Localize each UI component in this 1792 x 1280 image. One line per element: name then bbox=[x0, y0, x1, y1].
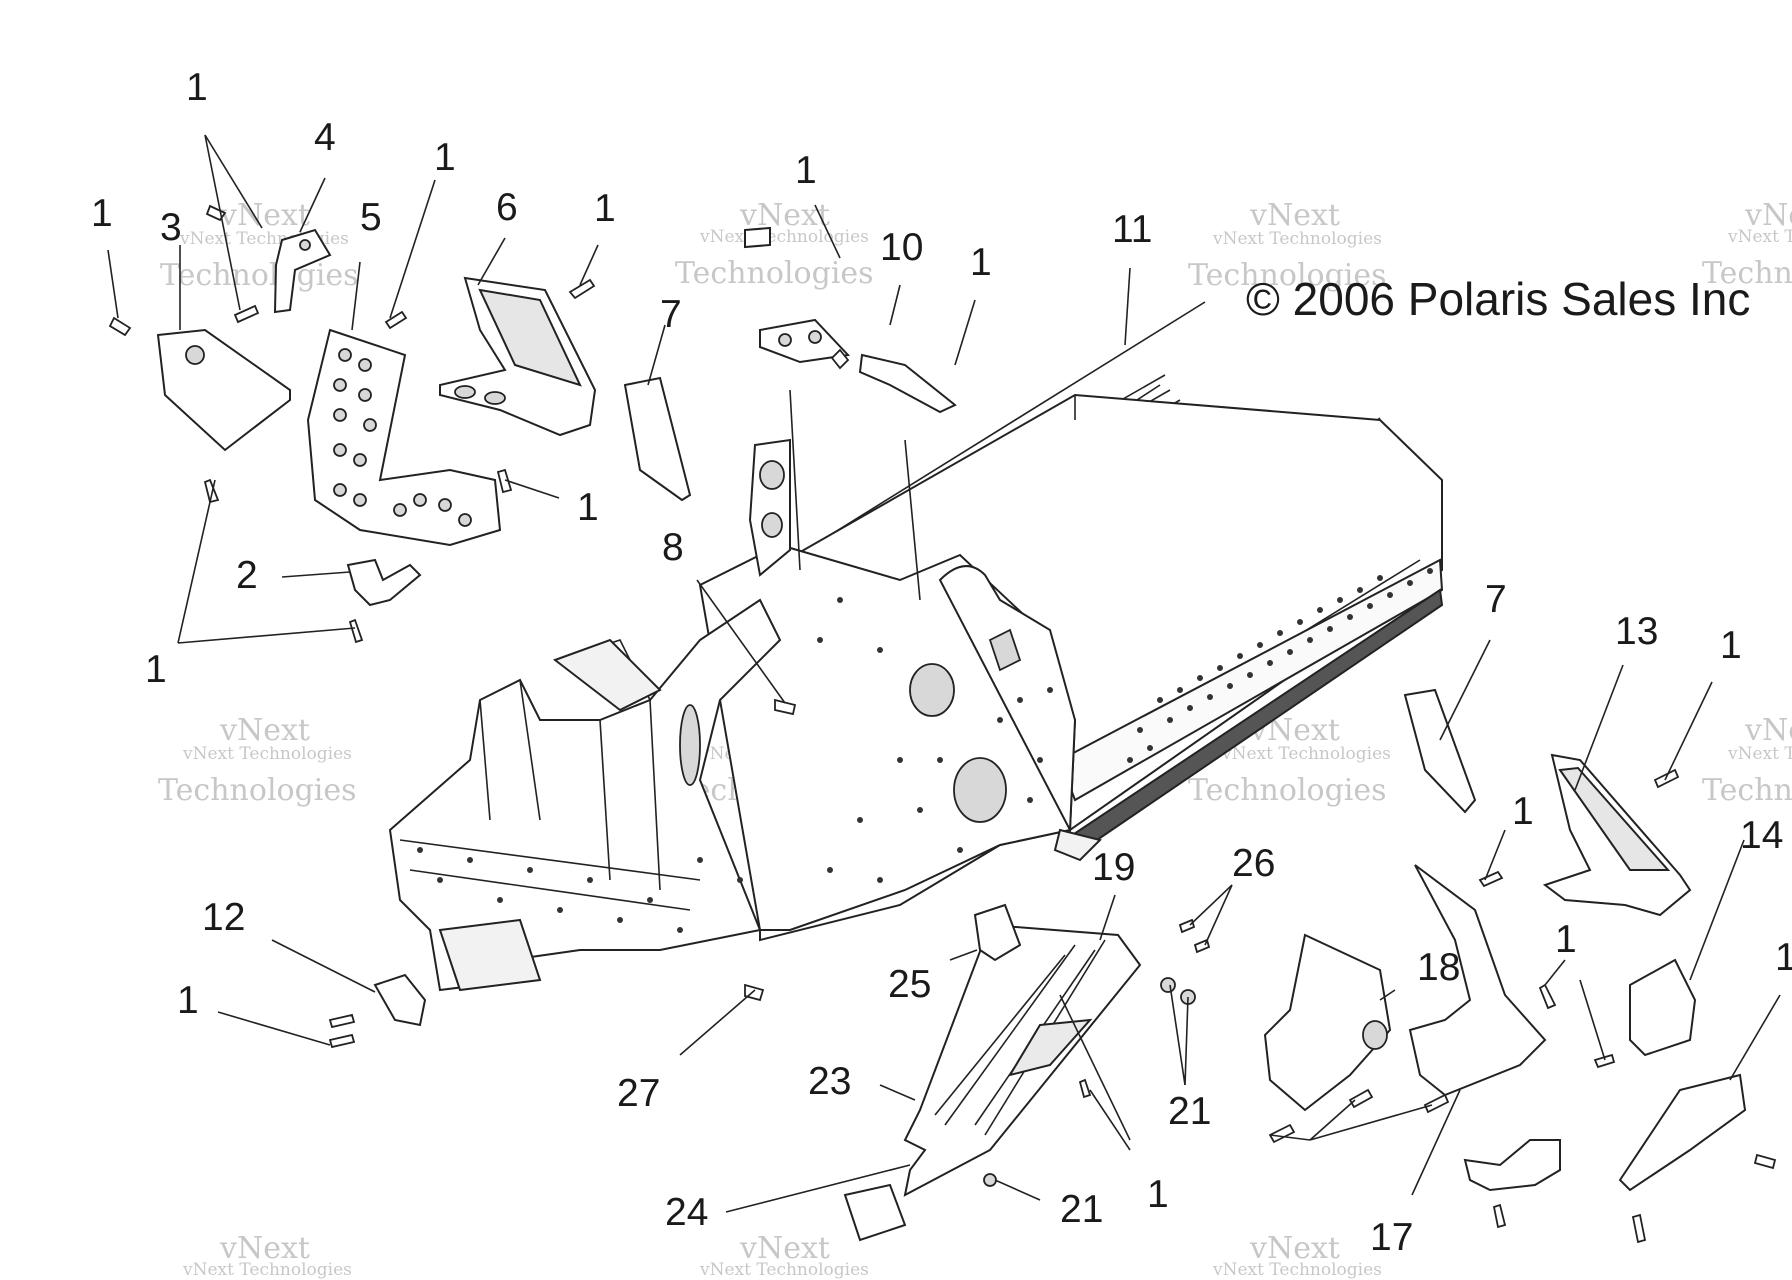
svg-text:Technologies: Technologies bbox=[1188, 773, 1387, 808]
part-7-right-trim bbox=[1403, 688, 1477, 814]
callout-c10: 10 bbox=[880, 226, 923, 269]
svg-text:vNext Technologies: vNext Technologies bbox=[699, 227, 869, 247]
callout-c5: 5 bbox=[360, 196, 382, 239]
svg-text:Technologies: Technologies bbox=[675, 256, 874, 291]
watermark-mid-right: vNext vNext Technologies Technologies bbox=[1188, 713, 1391, 808]
part-2-clip bbox=[346, 558, 422, 607]
watermark-bottom-left: vNext vNext Technologies bbox=[182, 1231, 352, 1280]
callout-c22: 14 bbox=[1740, 814, 1783, 857]
callout-c35: 21 bbox=[1060, 1188, 1103, 1231]
callout-c23: 19 bbox=[1092, 846, 1135, 889]
part-bottom-right-bracket bbox=[1463, 1073, 1747, 1192]
callout-c3: 3 bbox=[160, 206, 182, 249]
callout-c32: 23 bbox=[808, 1060, 851, 1103]
callout-c20: 1 bbox=[1720, 624, 1742, 667]
part-25-bumper bbox=[973, 903, 1022, 962]
callout-c21: 1 bbox=[1512, 790, 1534, 833]
callout-c6: 1 bbox=[434, 136, 456, 179]
svg-text:Technologies: Technologies bbox=[1702, 773, 1792, 808]
callout-c25: 1 bbox=[1555, 918, 1577, 961]
watermark-mid-left: vNext vNext Technologies Technologies bbox=[158, 713, 357, 808]
watermark-top-right: vNext vNext Technologies Technologies bbox=[1188, 198, 1387, 293]
svg-text:Technologies: Technologies bbox=[1188, 258, 1387, 293]
part-5-plate bbox=[306, 328, 502, 547]
callout-c29: 18 bbox=[1417, 946, 1460, 989]
callout-c36: 1 bbox=[1147, 1173, 1169, 1216]
copyright-notice: © 2006 Polaris Sales Inc bbox=[1246, 273, 1750, 325]
part-4-bracket bbox=[273, 228, 332, 314]
svg-text:vNext: vNext bbox=[219, 198, 310, 233]
svg-text:vNext Technologies: vNext Technologies bbox=[182, 1260, 352, 1280]
callout-c27: 1 bbox=[177, 979, 199, 1022]
callout-c17: 8 bbox=[662, 526, 684, 569]
svg-text:vNext: vNext bbox=[219, 713, 310, 748]
svg-text:Technologies: Technologies bbox=[160, 258, 359, 293]
chassis-assembly bbox=[388, 301, 1444, 992]
svg-text:vNext Technologies: vNext Technologies bbox=[1727, 744, 1792, 764]
part-6-plate bbox=[439, 276, 597, 437]
callout-c28: 25 bbox=[888, 963, 931, 1006]
part-10-bracket bbox=[744, 226, 957, 414]
svg-text:vNext: vNext bbox=[1744, 713, 1792, 748]
svg-text:vNext: vNext bbox=[1249, 1231, 1340, 1266]
svg-text:vNext: vNext bbox=[1249, 198, 1340, 233]
callout-c11: 1 bbox=[970, 241, 992, 284]
callout-c7: 6 bbox=[496, 186, 518, 229]
callout-c14: 1 bbox=[577, 486, 599, 529]
svg-text:vNext: vNext bbox=[739, 198, 830, 233]
watermark-mid-far-right: vNext vNext Technologies Technologies bbox=[1702, 713, 1792, 808]
part-24-plate bbox=[843, 1183, 907, 1242]
callout-c15: 2 bbox=[236, 554, 258, 597]
part-7-left-trim bbox=[623, 376, 692, 502]
callout-c1: 1 bbox=[186, 66, 208, 109]
svg-text:Technologies: Technologies bbox=[158, 773, 357, 808]
svg-text:vNext: vNext bbox=[1744, 198, 1792, 233]
part-18-plate bbox=[1263, 933, 1392, 1112]
part-12-cap bbox=[373, 973, 427, 1027]
callout-c8: 1 bbox=[594, 187, 616, 230]
part-13-panel bbox=[1542, 753, 1692, 917]
callout-c33: 21 bbox=[1168, 1090, 1211, 1133]
svg-text:vNext Technologies: vNext Technologies bbox=[1221, 744, 1391, 764]
svg-text:vNext: vNext bbox=[739, 1231, 830, 1266]
callout-c34: 24 bbox=[665, 1191, 708, 1234]
watermark-bottom-right: vNext vNext Technologies bbox=[1212, 1231, 1382, 1280]
watermark-top-far-right: vNext vNext Technologies Technologies bbox=[1702, 198, 1792, 291]
svg-text:vNext Technologies: vNext Technologies bbox=[1212, 1260, 1382, 1280]
callout-c37: 17 bbox=[1370, 1216, 1413, 1259]
callout-c9: 1 bbox=[795, 149, 817, 192]
part-17-bracket bbox=[1408, 864, 1547, 1097]
svg-text:vNext: vNext bbox=[219, 1231, 310, 1266]
leader-lines bbox=[107, 134, 1781, 1213]
svg-text:vNext Technologies: vNext Technologies bbox=[182, 744, 352, 764]
callout-c31: 27 bbox=[617, 1072, 660, 1115]
callout-c26: 12 bbox=[202, 896, 245, 939]
running-board-perforations bbox=[1058, 558, 1444, 857]
callout-c24: 26 bbox=[1232, 842, 1275, 885]
callout-labels: 1 1 3 4 5 1 6 1 1 10 1 11 7 1 2 1 8 7 13… bbox=[91, 66, 1792, 1259]
svg-text:Technologies: Technologies bbox=[1702, 256, 1792, 291]
watermark-top-left: vNext vNext Technologies Technologies bbox=[160, 198, 359, 293]
callout-c19: 13 bbox=[1615, 610, 1658, 653]
part-3-bracket bbox=[156, 328, 291, 452]
callout-c13: 7 bbox=[660, 293, 682, 336]
callout-c16: 1 bbox=[145, 648, 167, 691]
watermark-top-center: vNext vNext Technologies Technologies bbox=[675, 198, 874, 291]
callout-c2: 1 bbox=[91, 192, 113, 235]
svg-text:vNext Technologies: vNext Technologies bbox=[699, 1260, 869, 1280]
svg-text:vNext Technologies: vNext Technologies bbox=[1212, 229, 1382, 249]
part-8-fastener bbox=[774, 698, 797, 716]
fasteners bbox=[108, 204, 1777, 1244]
callout-c12: 11 bbox=[1112, 208, 1153, 251]
svg-text:vNext Technologies: vNext Technologies bbox=[1727, 227, 1792, 247]
part-14-cover bbox=[1629, 958, 1697, 1057]
callout-c30: 1 bbox=[1775, 936, 1792, 979]
callout-c18: 7 bbox=[1485, 578, 1507, 621]
callout-c4: 4 bbox=[314, 116, 336, 159]
part-19-skid bbox=[903, 923, 1142, 1197]
watermark-bottom-center: vNext vNext Technologies bbox=[699, 1231, 869, 1280]
